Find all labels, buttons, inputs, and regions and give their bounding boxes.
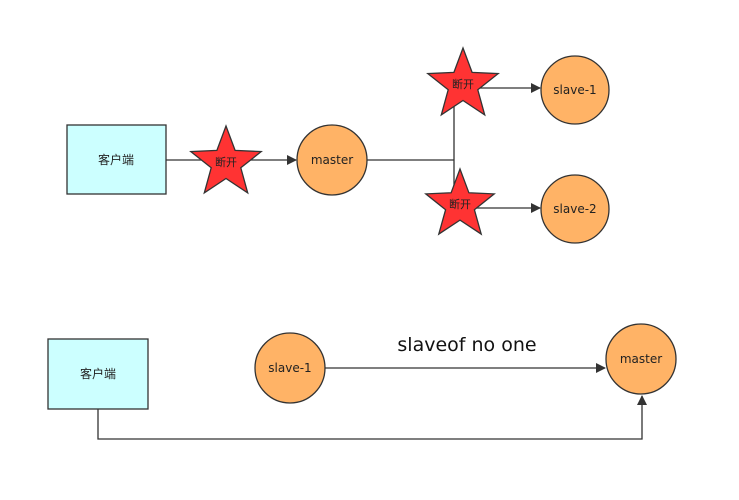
client-to-new-master-arrow xyxy=(97,395,647,440)
disconnect-star-slave1: 断开 xyxy=(426,46,500,117)
bottom-slave1-label: slave-1 xyxy=(268,361,311,375)
top-slave2-label: slave-2 xyxy=(553,202,596,216)
bottom-client-label: 客户端 xyxy=(80,366,116,381)
disconnect-label-client: 断开 xyxy=(215,155,237,169)
top-client-node: 客户端 xyxy=(66,124,167,195)
slaveof-command-label: slaveof no one xyxy=(397,334,536,356)
top-slave1-node: slave-1 xyxy=(540,55,610,125)
disconnect-star-slave2: 断开 xyxy=(424,167,496,236)
top-master-node: master xyxy=(296,124,368,196)
bottom-client-node: 客户端 xyxy=(47,338,149,410)
bottom-master-node: master xyxy=(605,323,677,395)
top-slave1-label: slave-1 xyxy=(553,83,596,97)
bottom-connections xyxy=(97,363,647,440)
bottom-master-label: master xyxy=(620,352,662,366)
disconnect-label-slave2: 断开 xyxy=(449,197,471,211)
bottom-slave1-node: slave-1 xyxy=(254,332,326,404)
disconnect-star-client: 断开 xyxy=(189,124,263,195)
top-slave2-node: slave-2 xyxy=(540,174,610,244)
top-client-label: 客户端 xyxy=(98,152,134,167)
disconnect-label-slave1: 断开 xyxy=(452,77,474,91)
top-master-label: master xyxy=(311,153,353,167)
